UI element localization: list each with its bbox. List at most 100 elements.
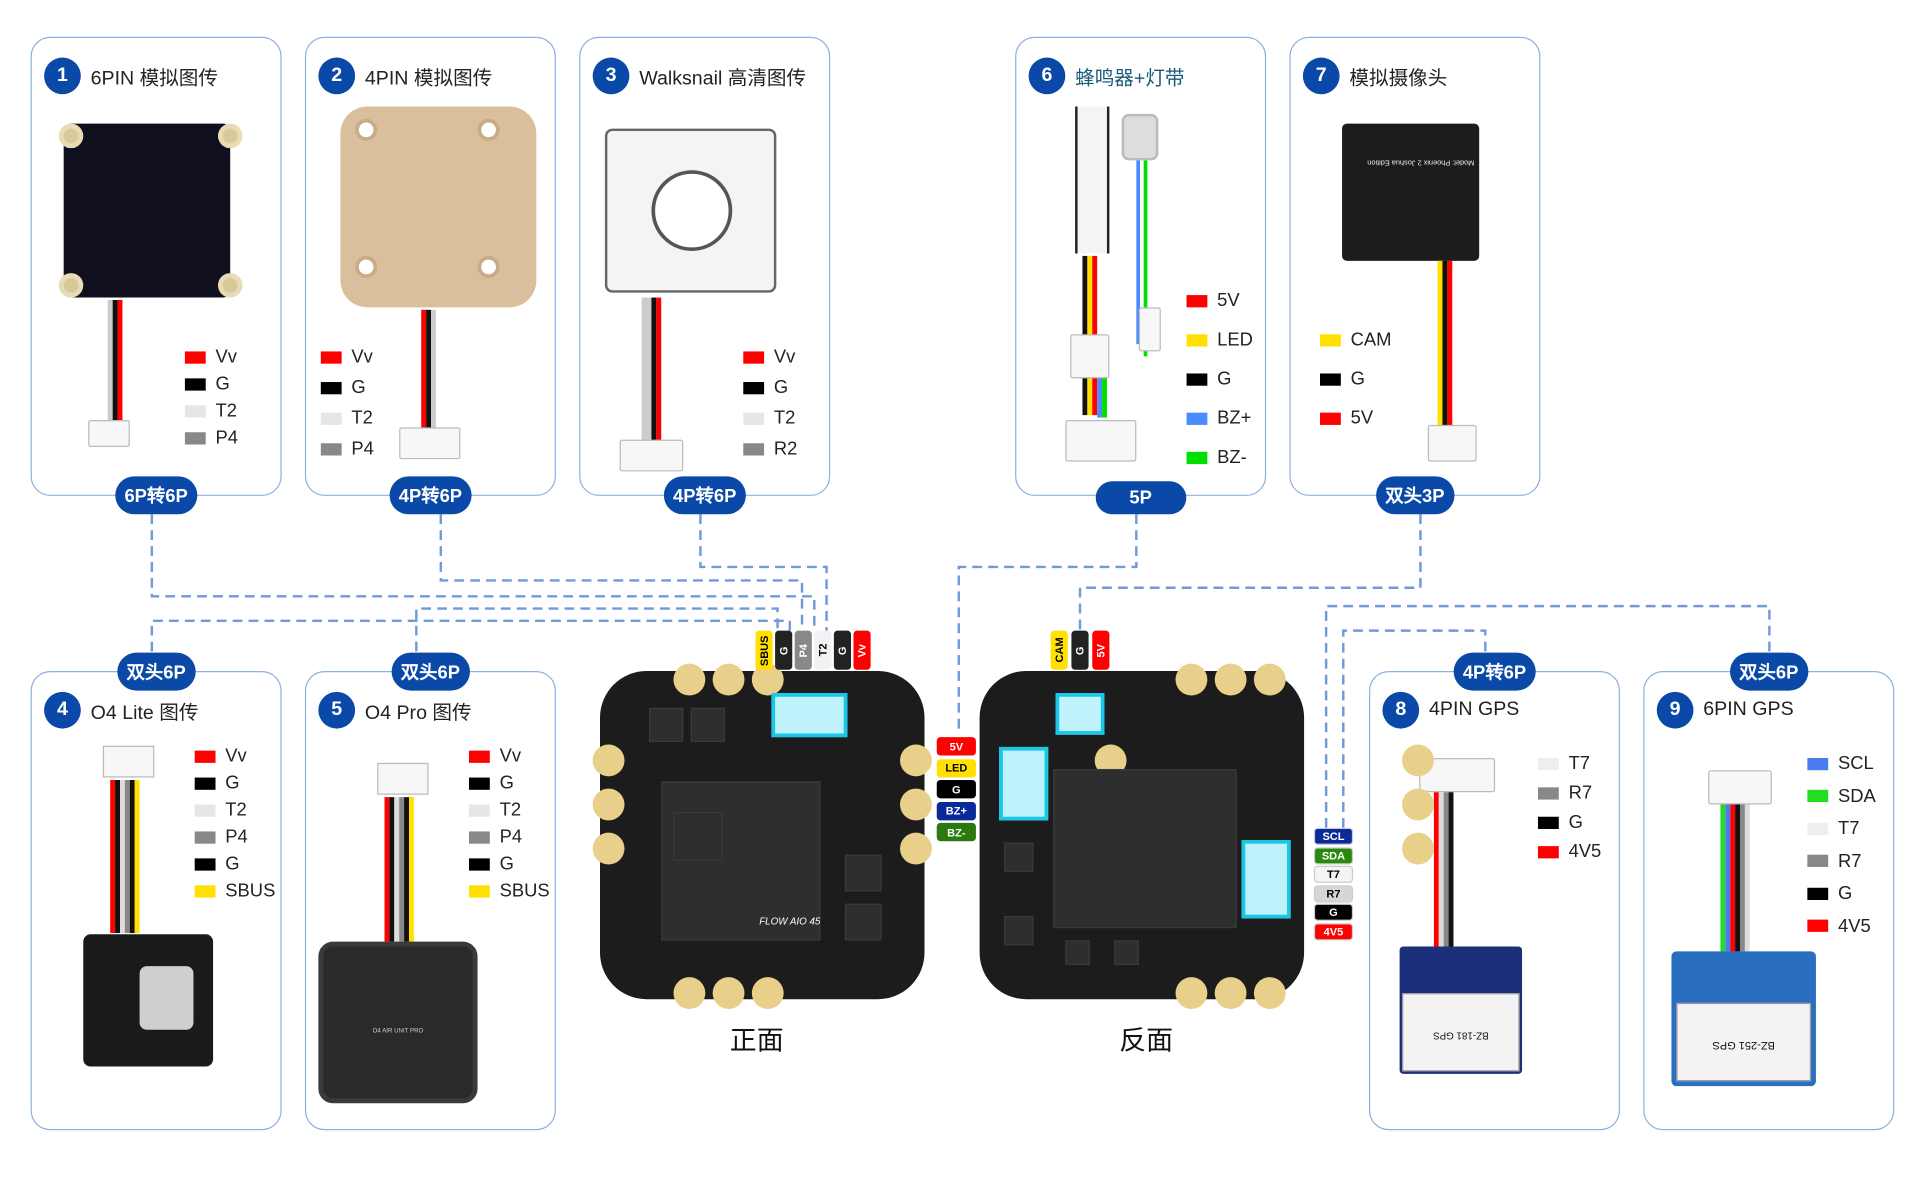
wire (651, 297, 657, 443)
legend-label: G (225, 772, 240, 794)
legend-item: SCL (1807, 753, 1875, 774)
legend-item: T7 (1537, 753, 1601, 774)
connector-plug (88, 420, 130, 447)
legend-label: T7 (1837, 817, 1860, 839)
legend-item: G (194, 772, 276, 794)
pin-label-back-5v: 5V (1092, 630, 1110, 670)
cable-type-badge: 双头6P (1729, 652, 1809, 691)
legend-item: BZ+ (1186, 408, 1253, 429)
wire (117, 300, 123, 429)
color-swatch (1320, 372, 1341, 386)
color-swatch (468, 884, 490, 897)
pin-label-back-g: G (1071, 630, 1089, 670)
gps-connector (1241, 840, 1291, 919)
legend-label: 5V (1217, 290, 1240, 312)
pin-label-back-bz-: BZ- (936, 822, 976, 842)
o4-lite-connector (102, 745, 155, 778)
legend-label: G (215, 373, 230, 395)
wire (1102, 374, 1107, 418)
color-swatch (1186, 333, 1208, 346)
chip (673, 811, 723, 861)
card-title-text: O4 Pro 图传 (364, 702, 472, 724)
legend-label: G (499, 772, 514, 794)
chip (1114, 940, 1139, 965)
pin-label-front-g: G (833, 630, 852, 670)
legend-label: Vv (499, 745, 522, 767)
legend-label: G (351, 377, 366, 398)
color-swatch (194, 750, 216, 763)
legend-item: P4 (468, 827, 550, 847)
wire (1437, 260, 1443, 433)
step-number-badge: 2 (318, 57, 356, 95)
legend-item: SBUS (468, 880, 550, 901)
o4-lite-shield (139, 966, 194, 1030)
card-title-text: Walksnail 高清图传 (639, 68, 807, 90)
pin-label-back-g: G (1313, 903, 1354, 921)
vtx-board (63, 123, 231, 298)
legend-label: Vv (215, 346, 237, 368)
solder-pad (900, 744, 932, 777)
color-swatch (184, 431, 206, 444)
legend-item: T7 (1807, 818, 1875, 839)
pin-label-back-4v5: 4V5 (1313, 922, 1354, 940)
camera-connector (1055, 693, 1105, 735)
wire (1442, 260, 1448, 433)
step-number-badge: 5 (318, 691, 356, 729)
color-swatch (1186, 294, 1208, 307)
solder-pad (751, 977, 784, 1009)
solder-pad (900, 832, 932, 865)
legend-item: T2 (320, 408, 374, 429)
color-swatch (1320, 412, 1341, 425)
chip (1065, 940, 1090, 965)
connector-plug (1427, 424, 1477, 462)
legend-item: G (1537, 812, 1601, 833)
back-side-label: 反面 (1119, 1024, 1174, 1056)
legend-label: SBUS (225, 880, 276, 902)
line-card4 (150, 619, 792, 652)
card-title-text: 6PIN 模拟图传 (90, 68, 218, 90)
chip (1004, 915, 1034, 946)
solder-pad (1253, 977, 1286, 1009)
legend-label: Vv (773, 346, 796, 368)
wire (384, 797, 390, 942)
wire (107, 300, 113, 429)
card-title-text: O4 Lite 图传 (90, 702, 199, 724)
line-card5 (415, 607, 779, 652)
cable-type-badge: 双头3P (1375, 476, 1455, 515)
legend-label: G (499, 853, 514, 875)
legend-item: T2 (468, 800, 550, 820)
step-number-badge: 4 (44, 691, 81, 729)
legend-item: Vv (468, 745, 550, 767)
color-swatch (194, 830, 216, 844)
legend-item: Vv (320, 347, 374, 367)
solder-pad (673, 977, 706, 1009)
vtx-connector (771, 693, 848, 738)
legend-item: T2 (743, 408, 797, 429)
wire (120, 780, 125, 934)
color-swatch (468, 830, 490, 844)
step-number-badge: 1 (44, 57, 81, 95)
legend-label: BZ- (1217, 446, 1247, 468)
pin-label-back-cam: CAM (1050, 630, 1068, 670)
color-swatch (194, 884, 216, 897)
legend-item: P4 (194, 827, 276, 847)
o4-pro-connector (377, 762, 429, 795)
legend-label: 4V5 (1837, 915, 1871, 937)
wire (431, 309, 436, 430)
pin-label-back-bz+: BZ+ (936, 801, 976, 820)
legend-item: G (194, 853, 276, 874)
color-swatch (320, 442, 342, 455)
line-card2 (439, 514, 804, 631)
wire (1744, 804, 1750, 952)
front-board: FLOW AIO 45 (592, 663, 932, 1009)
wire (1448, 792, 1454, 949)
mount-hole (355, 255, 378, 278)
color-swatch (743, 442, 765, 455)
legend-item: 5V (1320, 408, 1391, 429)
card-title: 4 O4 Lite 图传 (44, 691, 199, 729)
legend-label: R2 (773, 438, 798, 460)
